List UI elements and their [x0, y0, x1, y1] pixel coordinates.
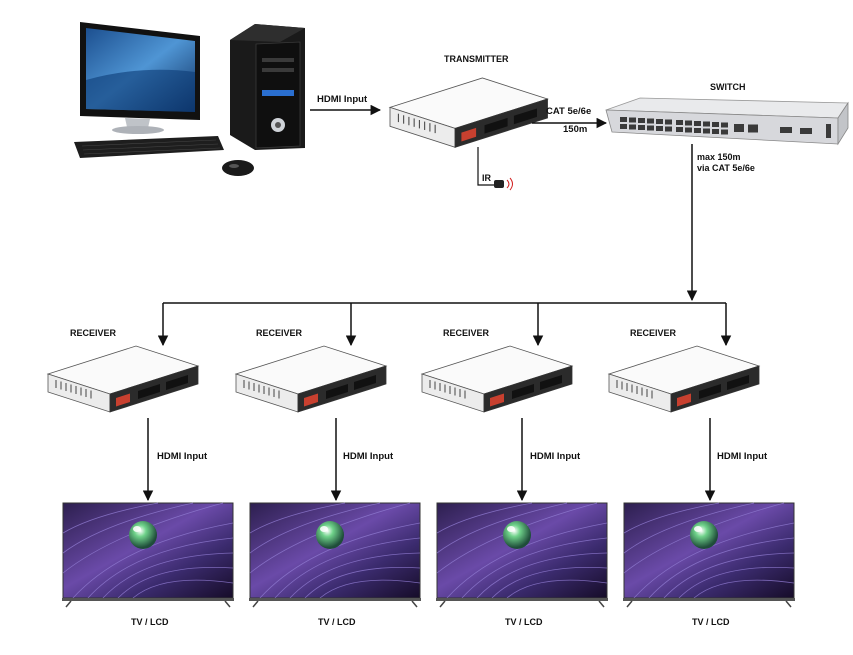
tv-label-3: TV / LCD: [505, 617, 543, 627]
receiver-unit-2: RECEIVER HDMI Input TV / LCD: [235, 328, 422, 627]
tv-display-2: [248, 502, 422, 608]
mouse-icon: [222, 160, 254, 176]
hdmi-input-top-label: HDMI Input: [317, 94, 368, 105]
receiver-hdmi-label-4: HDMI Input: [717, 451, 768, 462]
receiver-device-4: [608, 345, 760, 413]
tv-display-1: [61, 502, 235, 608]
network-switch: [605, 97, 849, 146]
ir-label: IR: [482, 173, 492, 183]
monitor-icon: [80, 22, 200, 134]
transmitter-label: TRANSMITTER: [444, 54, 509, 64]
keyboard-icon: [74, 136, 224, 158]
receiver-device-2: [235, 345, 387, 413]
via-cat-label: via CAT 5e/6e: [697, 163, 755, 173]
receiver-device-1: [47, 345, 199, 413]
receiver-label-4: RECEIVER: [630, 328, 677, 338]
receiver-unit-4: RECEIVER HDMI Input TV / LCD: [608, 328, 796, 627]
tv-display-4: [622, 502, 796, 608]
cat-top-label: CAT 5e/6e: [546, 106, 591, 117]
receiver-hdmi-label-1: HDMI Input: [157, 451, 208, 462]
computer-illustration: [74, 22, 305, 176]
receiver-hdmi-label-2: HDMI Input: [343, 451, 394, 462]
transmitter-device: [389, 77, 549, 148]
receiver-device-3: [421, 345, 573, 413]
receiver-unit-1: RECEIVER HDMI Input TV / LCD: [47, 328, 235, 627]
tower-icon: [230, 24, 305, 150]
tv-label-2: TV / LCD: [318, 617, 356, 627]
ir-cable: [477, 147, 494, 186]
receiver-hdmi-label-3: HDMI Input: [530, 451, 581, 462]
tv-label-1: TV / LCD: [131, 617, 169, 627]
switch-label: SWITCH: [710, 82, 746, 92]
receiver-label-1: RECEIVER: [70, 328, 117, 338]
tv-display-3: [435, 502, 609, 608]
distance-top-label: 150m: [563, 124, 587, 135]
tv-label-4: TV / LCD: [692, 617, 730, 627]
max-distance-label: max 150m: [697, 152, 741, 162]
receiver-label-2: RECEIVER: [256, 328, 303, 338]
ir-receiver-icon: [494, 177, 513, 191]
receiver-unit-3: RECEIVER HDMI Input TV / LCD: [421, 328, 609, 627]
receiver-label-3: RECEIVER: [443, 328, 490, 338]
